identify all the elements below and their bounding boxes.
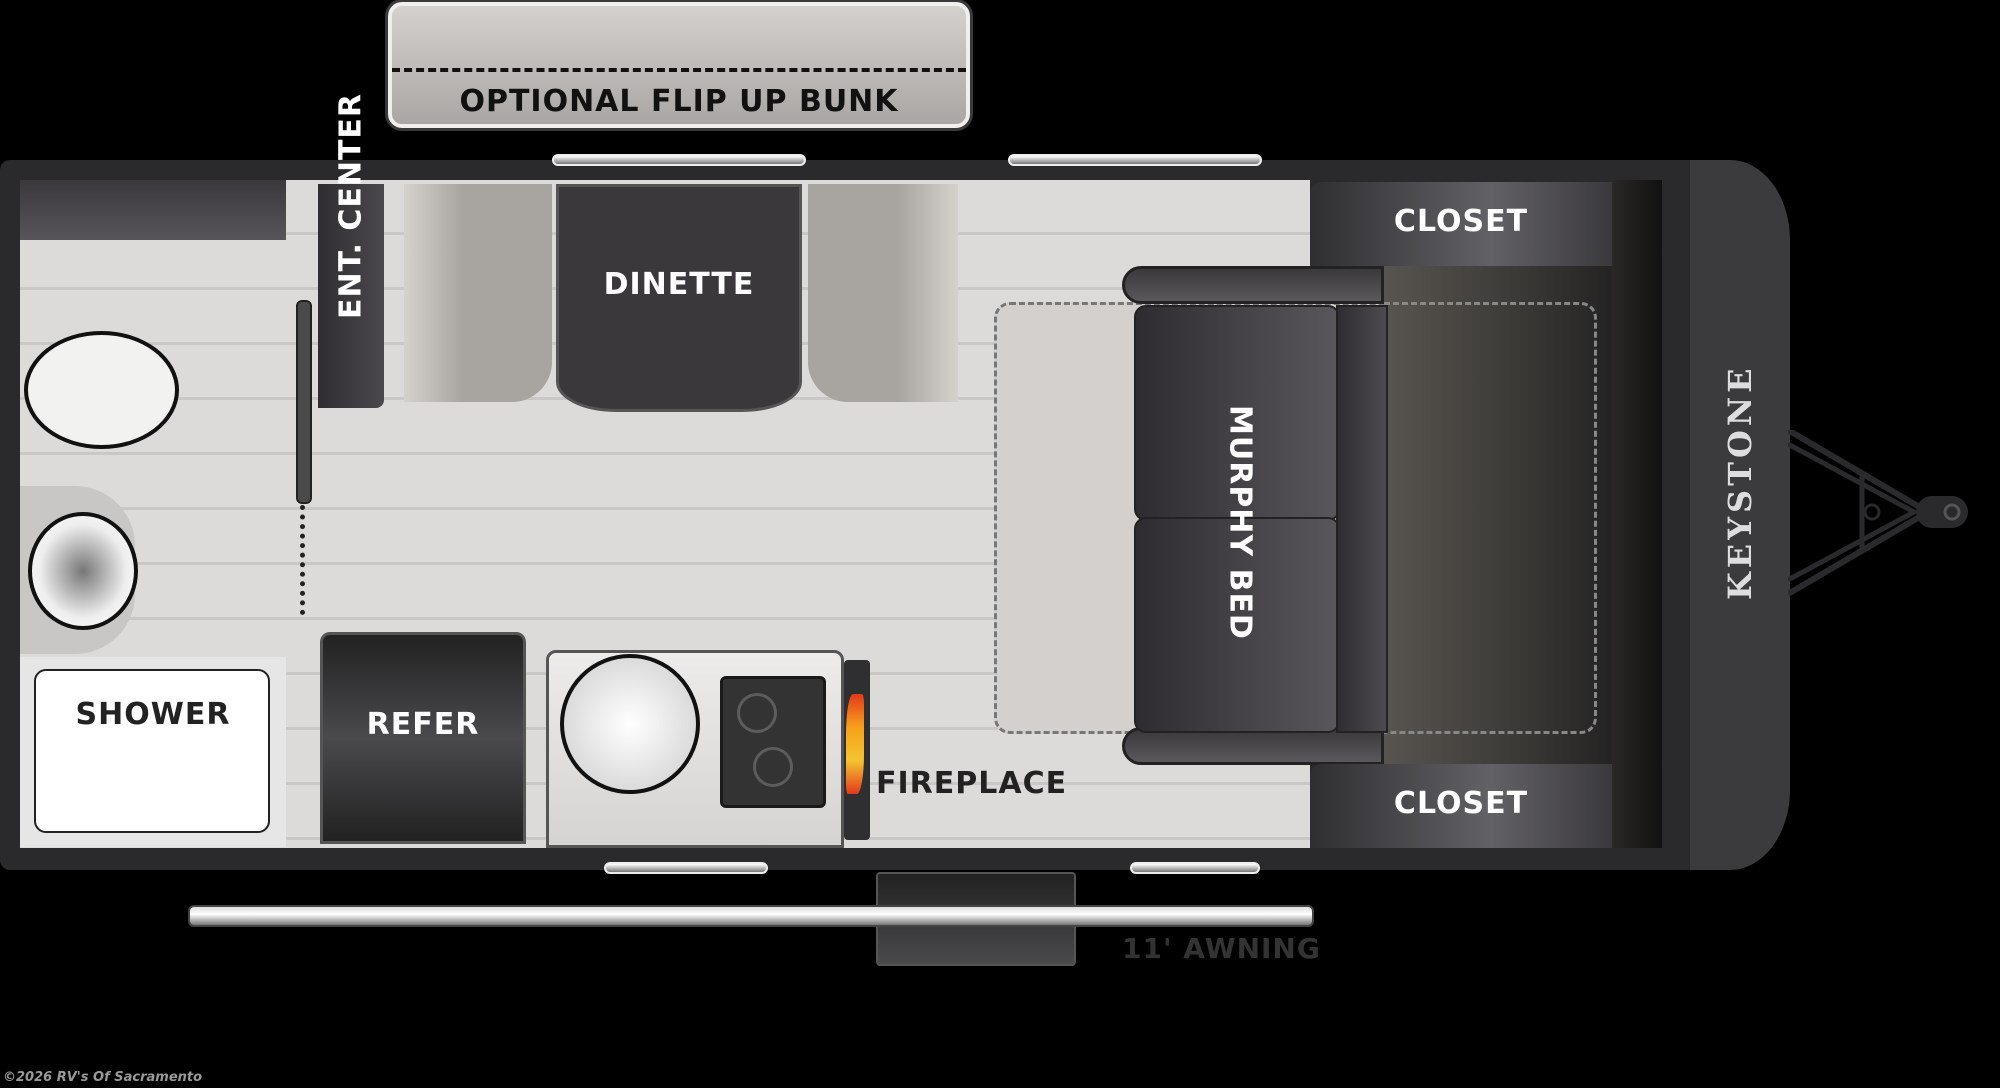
door-swing-dots [300, 505, 305, 615]
dinette-label: DINETTE [603, 267, 755, 302]
shower-pan [34, 669, 270, 833]
entertainment-center: ENT. CENTER [318, 92, 384, 408]
bathroom-door [296, 300, 312, 504]
murphy-bed-mattress [1384, 265, 1618, 765]
copyright-credit: ©2026 RV's Of Sacramento [3, 1070, 203, 1085]
dinette-table: DINETTE [556, 184, 802, 412]
fireplace-unit [844, 660, 870, 840]
fireplace-label: FIREPLACE [876, 766, 1068, 801]
brand-logo: KEYSTONE [1721, 364, 1759, 600]
bunk-fold-line [392, 68, 966, 72]
refer-label: REFER [366, 707, 480, 742]
awning-roller [188, 905, 1314, 927]
dinette-bench-left [404, 184, 552, 402]
refrigerator: REFER [320, 632, 526, 844]
bunk-label: OPTIONAL FLIP UP BUNK [459, 84, 899, 119]
dinette-bench-right [808, 184, 958, 402]
murphy-bed-label: MURPHY BED [1222, 405, 1258, 640]
sofa-arm-top [1122, 266, 1384, 304]
tongue-hitch-icon [1788, 430, 1968, 597]
window-top-dinette [552, 154, 806, 166]
sofa-cushion [1134, 305, 1340, 521]
shower-label: SHOWER [75, 697, 231, 732]
shower: SHOWER [20, 657, 286, 847]
flame-icon [846, 694, 864, 794]
cooktop-icon [720, 676, 826, 808]
bathroom-cabinet [20, 180, 286, 240]
sofa-back [1336, 305, 1388, 733]
window-bottom-galley [604, 862, 768, 874]
bed-footprint-outline-right [1384, 302, 1597, 734]
optional-flip-up-bunk: OPTIONAL FLIP UP BUNK [388, 2, 970, 128]
front-storage [1612, 180, 1662, 848]
kitchen-sink-icon [560, 654, 700, 794]
burner-icon [753, 747, 793, 787]
window-bottom-front [1130, 862, 1260, 874]
sofa-cushion [1134, 517, 1340, 733]
ent-center-label: ENT. CENTER [333, 92, 369, 319]
closet-bottom: CLOSET [1310, 764, 1612, 848]
closet-bottom-label: CLOSET [1393, 786, 1529, 821]
closet-top: CLOSET [1310, 182, 1612, 266]
burner-icon [737, 693, 777, 733]
toilet-icon [24, 331, 179, 449]
awning-label: 11' AWNING [1122, 932, 1321, 965]
window-top-front [1008, 154, 1262, 166]
closet-top-label: CLOSET [1393, 204, 1529, 239]
bathroom-sink-icon [28, 512, 138, 630]
